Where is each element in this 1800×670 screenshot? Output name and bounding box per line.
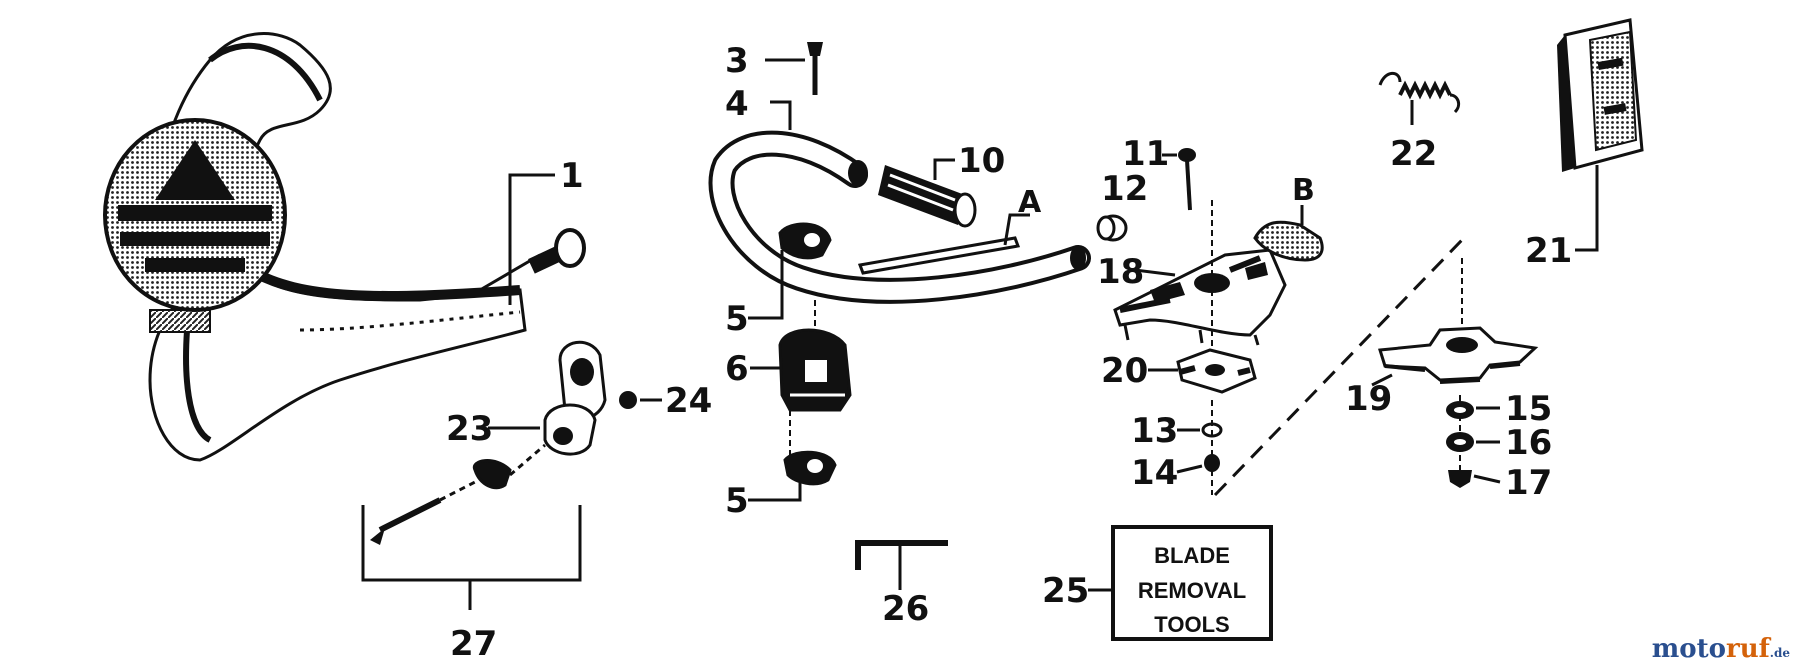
quick-release-pin bbox=[370, 443, 546, 545]
box-line-1: BLADE bbox=[1154, 543, 1230, 568]
callout-17: 17 bbox=[1505, 463, 1552, 503]
callout-26: 26 bbox=[882, 589, 929, 629]
box-line-3: TOOLS bbox=[1154, 612, 1229, 637]
harness-badge bbox=[103, 118, 287, 312]
leader-21 bbox=[1575, 165, 1599, 252]
deflector-B bbox=[1253, 220, 1324, 262]
callout-24: 24 bbox=[665, 381, 712, 421]
leader-5b bbox=[748, 480, 802, 502]
callout-5a: 5 bbox=[725, 299, 749, 339]
allen-key-26 bbox=[855, 540, 948, 570]
callout-13: 13 bbox=[1131, 411, 1178, 451]
watermark-part2: ruf bbox=[1726, 634, 1770, 664]
blade-removal-tools-box bbox=[1111, 525, 1273, 641]
callout-23: 23 bbox=[446, 409, 493, 449]
grip-10 bbox=[878, 165, 977, 228]
callout-12: 12 bbox=[1101, 169, 1148, 209]
assembly-dashline bbox=[1213, 238, 1464, 497]
blade-19 bbox=[1378, 326, 1539, 384]
leader-A bbox=[1003, 213, 1030, 246]
bracket-27 bbox=[361, 505, 582, 610]
plate-20 bbox=[1176, 348, 1257, 394]
callout-16: 16 bbox=[1505, 423, 1552, 463]
spacer-12 bbox=[1096, 214, 1128, 242]
leader-14 bbox=[1176, 464, 1203, 474]
handle-clamp-6 bbox=[778, 328, 852, 412]
guard-plate-18 bbox=[1113, 248, 1287, 346]
callout-15: 15 bbox=[1505, 389, 1552, 429]
leader-4 bbox=[770, 100, 792, 130]
leader-1 bbox=[508, 173, 555, 305]
letter-A: A bbox=[1018, 185, 1042, 220]
label-A-strip bbox=[857, 236, 1021, 275]
leader-5a bbox=[748, 250, 784, 320]
decal-21 bbox=[1557, 18, 1644, 172]
watermark-part1: moto bbox=[1651, 634, 1726, 664]
callout-3: 3 bbox=[725, 41, 749, 81]
leader-10 bbox=[933, 158, 955, 180]
leader-17 bbox=[1473, 474, 1501, 484]
callout-4: 4 bbox=[725, 84, 749, 124]
callout-19: 19 bbox=[1345, 379, 1392, 419]
callout-5b: 5 bbox=[725, 481, 749, 521]
box-line-2: REMOVAL bbox=[1138, 578, 1246, 603]
bolt-3 bbox=[807, 42, 823, 95]
quick-release-clip bbox=[543, 340, 607, 456]
callout-11: 11 bbox=[1122, 134, 1169, 174]
clamp-upper bbox=[778, 222, 832, 260]
clamp-lower bbox=[783, 450, 837, 486]
nut-17 bbox=[1448, 470, 1472, 488]
part-24-nut bbox=[619, 391, 637, 409]
watermark-part3: .de bbox=[1769, 646, 1790, 660]
leader-18 bbox=[1134, 268, 1176, 277]
callout-22: 22 bbox=[1390, 134, 1437, 174]
callout-18: 18 bbox=[1097, 252, 1144, 292]
callout-10: 10 bbox=[958, 141, 1005, 181]
watermark-logo: motoruf.de bbox=[1652, 634, 1790, 664]
letter-B: B bbox=[1292, 173, 1315, 208]
screw-11 bbox=[1178, 148, 1196, 211]
callout-1: 1 bbox=[560, 156, 584, 196]
callout-27: 27 bbox=[450, 624, 497, 664]
harness-hook bbox=[479, 228, 586, 292]
leader-19 bbox=[1371, 373, 1393, 387]
callout-6: 6 bbox=[725, 349, 749, 389]
callout-21: 21 bbox=[1525, 231, 1572, 271]
handle-bar bbox=[708, 130, 1091, 304]
callout-14: 14 bbox=[1131, 453, 1178, 493]
callout-25: 25 bbox=[1042, 571, 1089, 611]
spring-22 bbox=[1378, 71, 1461, 114]
callout-20: 20 bbox=[1101, 351, 1148, 391]
